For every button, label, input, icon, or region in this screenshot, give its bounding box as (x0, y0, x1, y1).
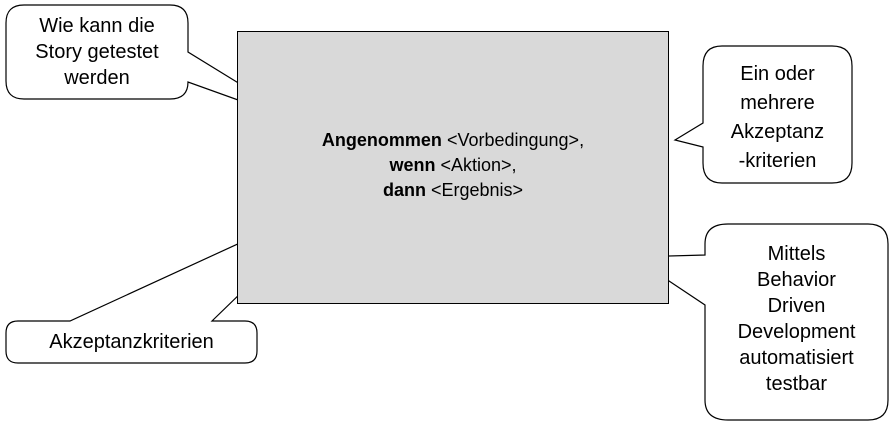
callout-bubble-test-question (5, 4, 306, 125)
given-line: Angenommen <Vorbedingung>, (237, 128, 669, 153)
acceptance-criteria-template: Angenommen <Vorbedingung>, wenn <Aktion>… (237, 128, 669, 203)
callout-bubble-bdd-note (631, 223, 889, 421)
criteria-count-line: Akzeptanz (730, 121, 825, 143)
when-keyword: wenn (389, 155, 436, 175)
callout-bubble-criteria-count (673, 45, 853, 184)
criteria-count-text: Ein oder mehrere Akzeptanz -kriterien (703, 60, 852, 176)
then-line: dann <Ergebnis> (237, 178, 669, 203)
bdd-note-text: Mittels Behavior Driven Development auto… (705, 241, 888, 397)
criteria-count-line: Ein oder (740, 63, 815, 85)
bdd-note-line: Behavior (757, 269, 836, 291)
given-placeholder: <Vorbedingung>, (441, 130, 585, 150)
then-keyword: dann (382, 180, 426, 200)
test-question-line: Wie kann die (39, 15, 155, 37)
bdd-note-line: Driven (767, 295, 826, 317)
criteria-label-text: Akzeptanzkriterien (6, 329, 257, 355)
test-question-line: werden (64, 67, 130, 89)
acceptance-criteria-card (237, 31, 669, 304)
criteria-count-line: -kriterien (738, 150, 817, 172)
test-question-text: Wie kann die Story getestet werden (6, 13, 188, 91)
when-placeholder: <Aktion>, (435, 155, 517, 175)
bdd-note-line: Development (737, 321, 856, 343)
when-line: wenn <Aktion>, (237, 153, 669, 178)
bdd-note-line: testbar (765, 373, 828, 395)
bdd-note-line: automatisiert (739, 347, 854, 369)
criteria-count-line: mehrere (740, 92, 815, 114)
test-question-line: Story getestet (35, 41, 159, 63)
bdd-note-line: Mittels (767, 243, 826, 265)
criteria-label: Akzeptanzkriterien (49, 331, 214, 353)
then-placeholder: <Ergebnis> (425, 180, 524, 200)
given-keyword: Angenommen (321, 130, 442, 150)
